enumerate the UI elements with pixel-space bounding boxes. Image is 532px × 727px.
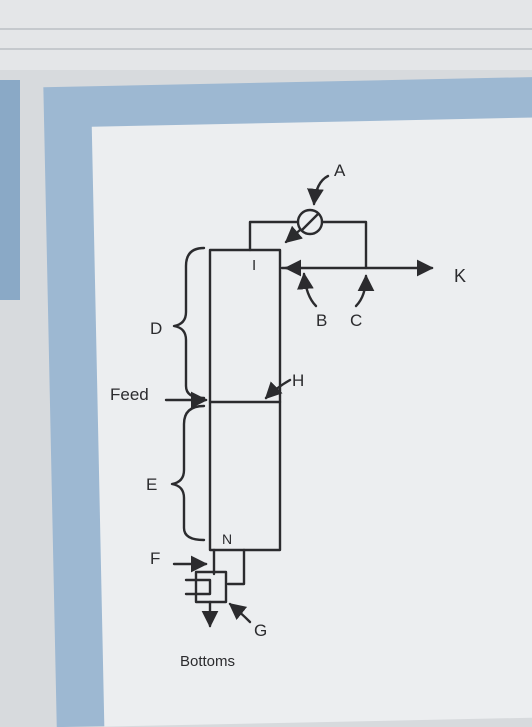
condenser-outlet-line — [320, 220, 368, 270]
label-feed: Feed — [110, 385, 149, 404]
reboiler-coil — [184, 578, 212, 596]
distillation-column — [208, 248, 282, 552]
label-h: H — [292, 371, 304, 390]
wall-background — [0, 0, 532, 70]
wall-line — [0, 48, 532, 50]
leader-b — [297, 272, 318, 308]
label-i: I — [252, 257, 256, 274]
label-g: G — [254, 621, 267, 640]
distillation-column-diagram: A B C D E F G H I K N Feed Bottoms — [110, 161, 466, 670]
reboiler-vapor-return — [226, 548, 246, 586]
side-panel — [0, 80, 20, 300]
brace-d — [172, 246, 206, 400]
coolant-arrow — [307, 174, 330, 206]
brace-e — [170, 404, 206, 542]
overhead-vapor-line — [248, 220, 300, 252]
label-b: B — [316, 311, 327, 330]
label-k: K — [454, 266, 466, 286]
label-n: N — [222, 531, 232, 547]
leader-h — [264, 378, 292, 400]
label-bottoms: Bottoms — [180, 653, 235, 670]
label-a: A — [334, 161, 346, 180]
label-e: E — [146, 475, 157, 494]
wall-line — [0, 28, 532, 30]
condenser-slash — [300, 212, 320, 232]
label-c: C — [350, 311, 362, 330]
label-f: F — [150, 549, 160, 568]
label-d: D — [150, 319, 162, 338]
reflux-inlet-arrow — [284, 225, 303, 244]
leader-g — [228, 602, 252, 624]
leader-c — [354, 274, 375, 308]
